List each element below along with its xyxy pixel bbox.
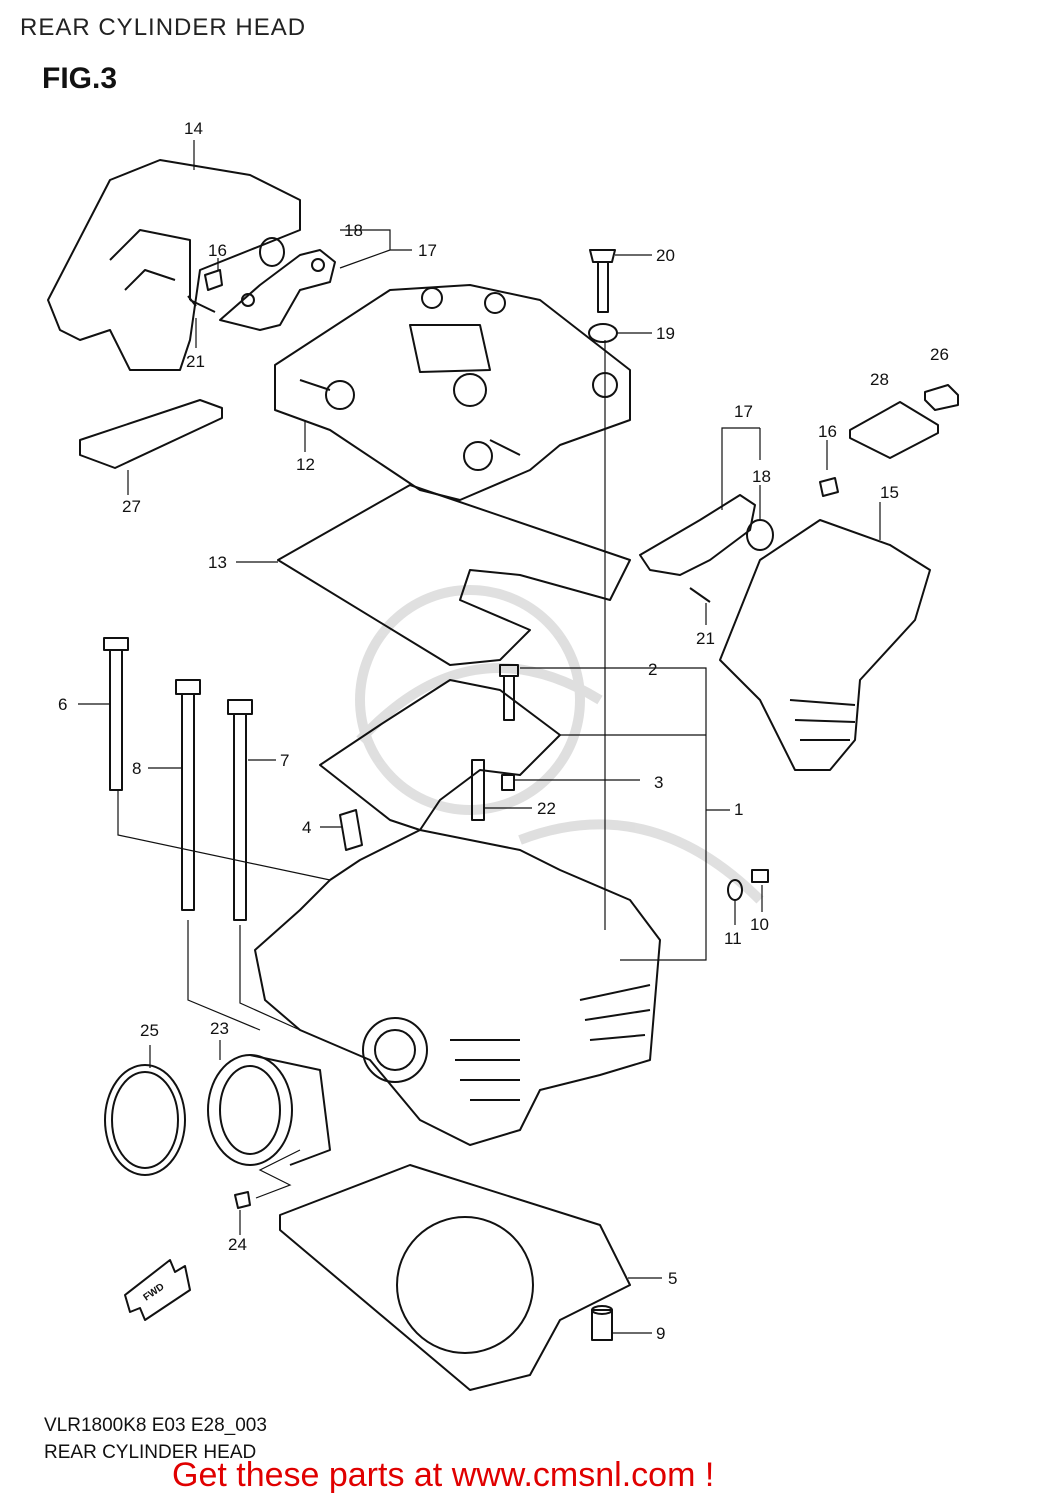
callout-18-left: 18 (344, 221, 363, 240)
callout-20: 20 (656, 246, 675, 265)
part-4-lifter (339, 809, 363, 851)
part-27-pad (79, 399, 223, 469)
part-17-bracket-left (219, 249, 336, 331)
callout-24: 24 (228, 1235, 247, 1254)
part-19-washer (588, 323, 618, 343)
callout-7: 7 (280, 751, 289, 770)
callout-22: 22 (537, 799, 556, 818)
callout-17-left: 17 (418, 241, 437, 260)
callout-15: 15 (880, 483, 899, 502)
callout-21-left: 21 (186, 352, 205, 371)
part-2-bolt (499, 664, 519, 721)
cmsnl-parts-link[interactable]: Get these parts at www.cmsnl.com ! (172, 1456, 715, 1494)
callout-6: 6 (58, 695, 67, 714)
part-3-dowel (501, 774, 515, 791)
callout-2: 2 (648, 660, 657, 679)
callout-16-left: 16 (208, 241, 227, 260)
part-17-bracket-right (639, 494, 756, 576)
callout-1: 1 (734, 800, 743, 819)
callout-16-right: 16 (818, 422, 837, 441)
callout-17-right: 17 (734, 402, 753, 421)
callout-14: 14 (184, 119, 203, 138)
part-21-screw-right (689, 587, 711, 603)
part-24-screw (234, 1191, 251, 1209)
callout-12: 12 (296, 455, 315, 474)
part-8-bolt (175, 679, 201, 911)
callout-23: 23 (210, 1019, 229, 1038)
callout-13: 13 (208, 553, 227, 572)
page-header-title: REAR CYLINDER HEAD (20, 14, 307, 41)
part-20-bolt (589, 249, 616, 313)
part-15-right-cover (719, 519, 931, 771)
part-7-bolt (227, 699, 253, 921)
part-26-pad (924, 384, 959, 411)
figure-label: FIG.3 (42, 62, 118, 95)
part-28-pad (849, 401, 939, 459)
part-16-nut-right (819, 477, 839, 497)
cylinder-head-body (254, 829, 661, 1146)
callout-3: 3 (654, 773, 663, 792)
part-21-screw-left (187, 295, 216, 313)
callout-21-right: 21 (696, 629, 715, 648)
callout-labels: 14 16 18 17 20 19 26 28 21 17 16 12 18 1… (58, 119, 949, 1343)
fwd-arrow-icon (124, 1259, 191, 1321)
callout-28: 28 (870, 370, 889, 389)
part-25-clamp (104, 1064, 186, 1176)
callout-11: 11 (724, 929, 742, 948)
part-10-bolt (751, 869, 769, 883)
callout-18-right: 18 (752, 467, 771, 486)
leader-lines (78, 140, 881, 1334)
watermark-logo (355, 585, 764, 904)
part-6-bolt (103, 637, 129, 791)
callout-19: 19 (656, 324, 675, 343)
part-9-dowel (591, 1309, 613, 1341)
model-code: VLR1800K8 E03 E28_003 (44, 1415, 267, 1436)
callout-27: 27 (122, 497, 141, 516)
part-16-nut-left (204, 269, 223, 291)
part-12-head-cover (274, 284, 631, 501)
part-13-gasket (277, 484, 631, 666)
part-18-grommet-left (259, 237, 285, 267)
part-22-spark-plug (471, 759, 485, 821)
callout-10: 10 (750, 915, 769, 934)
callout-8: 8 (132, 759, 141, 778)
callout-25: 25 (140, 1021, 159, 1040)
callout-9: 9 (656, 1324, 665, 1343)
callout-5: 5 (668, 1269, 677, 1288)
part-5-head-gasket (279, 1164, 631, 1391)
callout-4: 4 (302, 818, 311, 837)
fwd-label: FWD (142, 1281, 167, 1303)
callout-26: 26 (930, 345, 949, 364)
camshaft-holder (319, 679, 561, 831)
footer-title: REAR CYLINDER HEAD (44, 1442, 257, 1463)
part-14-left-cover (47, 159, 301, 371)
